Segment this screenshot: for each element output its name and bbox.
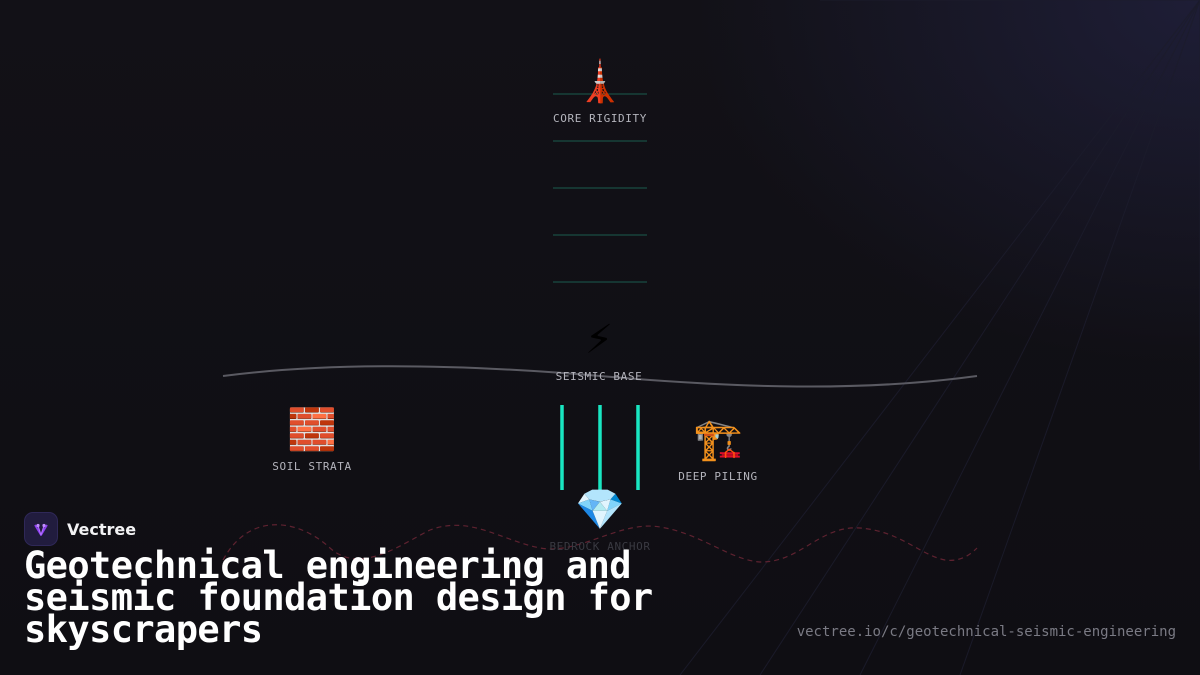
brand-name: Vectree <box>67 519 137 539</box>
node-label: DEEP PILING <box>678 470 758 483</box>
lightning-icon: ⚡ <box>584 317 614 363</box>
vectree-logo-icon <box>24 512 58 546</box>
node-label: CORE RIGIDITY <box>553 112 647 125</box>
foundation-piles <box>560 405 640 490</box>
page-title: Geotechnical engineering and seismic fou… <box>24 544 653 651</box>
node-soil-strata: 🧱 SOIL STRATA <box>262 406 362 473</box>
crane-icon: 🏗️ <box>693 417 743 463</box>
ground-surface-line <box>222 365 978 388</box>
bedrock-wave-line <box>222 524 978 563</box>
brand[interactable]: Vectree <box>24 512 136 546</box>
node-label: SEISMIC BASE <box>555 370 643 383</box>
gem-icon: 💎 <box>575 487 625 533</box>
node-seismic-base: ⚡ SEISMIC BASE <box>540 316 658 383</box>
brick-icon: 🧱 <box>287 407 337 453</box>
node-core-rigidity: 🗼 CORE RIGIDITY <box>540 58 660 125</box>
tower-floor-lines <box>553 93 647 283</box>
node-deep-piling: 🏗️ DEEP PILING <box>668 416 768 483</box>
source-url[interactable]: vectree.io/c/geotechnical-seismic-engine… <box>796 624 1176 640</box>
node-label: SOIL STRATA <box>272 460 352 473</box>
tower-icon: 🗼 <box>575 59 625 105</box>
node-bedrock-anchor: 💎 BEDROCK ANCHOR <box>535 486 665 553</box>
node-label: BEDROCK ANCHOR <box>549 540 651 553</box>
